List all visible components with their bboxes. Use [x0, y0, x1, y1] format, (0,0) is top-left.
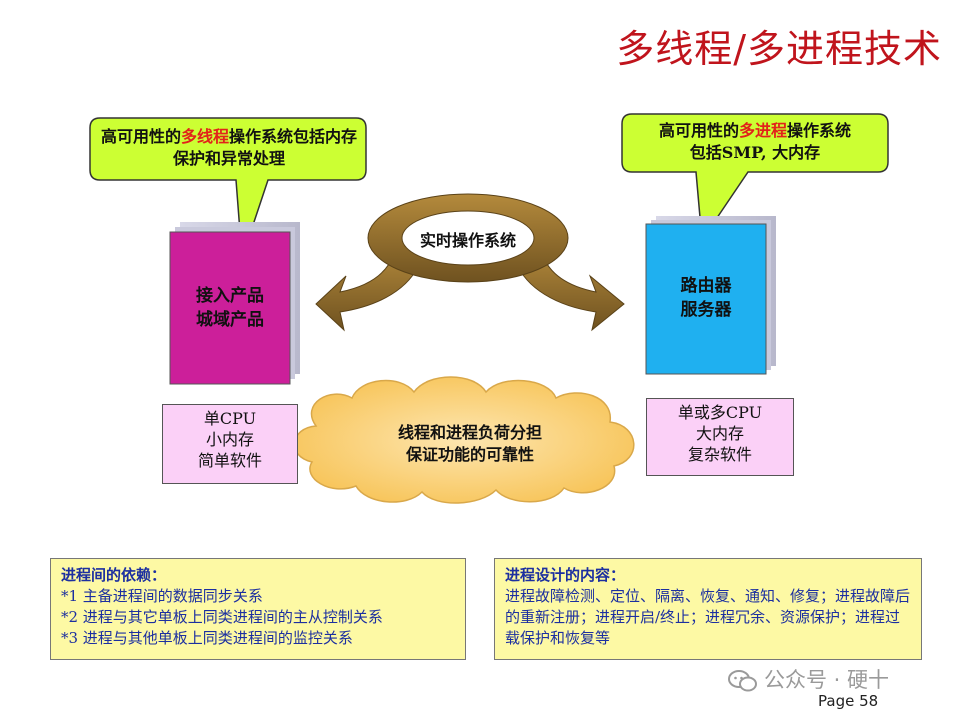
- note-right-heading: 进程设计的内容：: [505, 566, 626, 584]
- left-spec-line1: 单CPU: [203, 409, 257, 428]
- page-title: 多线程/多进程技术: [616, 27, 942, 71]
- note-left-item: *3 进程与其他单板上同类进程间的监控关系: [61, 629, 353, 647]
- left-callout-prefix: 高可用性的: [100, 127, 181, 146]
- right-product-box: [645, 216, 776, 375]
- process-dependency-note: 进程间的依赖： *1 主备进程间的数据同步关系 *2 进程与其它单板上同类进程间…: [50, 558, 466, 660]
- left-spec-line2: 小内存: [205, 430, 254, 449]
- left-product-box: [169, 222, 300, 385]
- page-number: Page 58: [818, 692, 879, 710]
- left-box-text: 接入产品 城域产品: [170, 284, 290, 332]
- cloud-line1: 线程和进程负荷分担: [397, 423, 542, 442]
- left-box-line2: 城域产品: [196, 310, 264, 330]
- cloud-line2: 保证功能的可靠性: [405, 445, 534, 464]
- cloud-text: 线程和进程负荷分担 保证功能的可靠性: [350, 422, 590, 466]
- right-callout-line2: 包括SMP, 大内存: [689, 143, 821, 162]
- note-left-item: *1 主备进程间的数据同步关系: [61, 587, 263, 605]
- right-callout-highlight: 多进程: [738, 121, 787, 140]
- left-box-line1: 接入产品: [196, 286, 264, 306]
- right-spec-box: 单或多CPU 大内存 复杂软件: [646, 398, 794, 476]
- right-box-line2: 服务器: [680, 300, 732, 320]
- right-callout-text: 高可用性的多进程操作系统 包括SMP, 大内存: [628, 120, 882, 164]
- right-callout-suffix: 操作系统: [787, 121, 852, 140]
- note-left-item: *2 进程与其它单板上同类进程间的主从控制关系: [61, 608, 383, 626]
- load-sharing-cloud: [293, 376, 635, 504]
- note-right-body: 进程故障检测、定位、隔离、恢复、通知、修复；进程故障后的重新注册；进程开启/终止…: [505, 587, 911, 647]
- left-spec-box: 单CPU 小内存 简单软件: [162, 404, 298, 484]
- note-left-heading: 进程间的依赖：: [61, 566, 167, 584]
- right-callout: [621, 113, 889, 243]
- right-spec-line3: 复杂软件: [687, 445, 752, 464]
- right-box-text: 路由器 服务器: [646, 274, 766, 322]
- left-callout: [89, 117, 367, 259]
- left-callout-suffix: 操作系统包括内存保护和异常处理: [172, 127, 358, 168]
- right-spec-line2: 大内存: [695, 424, 744, 443]
- right-spec-line1: 单或多CPU: [677, 403, 763, 422]
- right-callout-prefix: 高可用性的: [658, 121, 739, 140]
- realtime-os-label: 实时操作系统: [419, 231, 516, 250]
- left-callout-highlight: 多线程: [180, 127, 229, 146]
- chat-bubble-icon: [728, 670, 757, 692]
- watermark-text: 公众号 · 硬十: [764, 668, 890, 692]
- watermark: 公众号 · 硬十: [728, 664, 889, 694]
- left-callout-text: 高可用性的多线程操作系统包括内存保护和异常处理: [98, 126, 360, 170]
- realtime-os-arrows: [315, 193, 625, 332]
- right-box-line1: 路由器: [680, 276, 732, 296]
- left-spec-line3: 简单软件: [197, 451, 262, 470]
- process-design-note: 进程设计的内容： 进程故障检测、定位、隔离、恢复、通知、修复；进程故障后的重新注…: [494, 558, 922, 660]
